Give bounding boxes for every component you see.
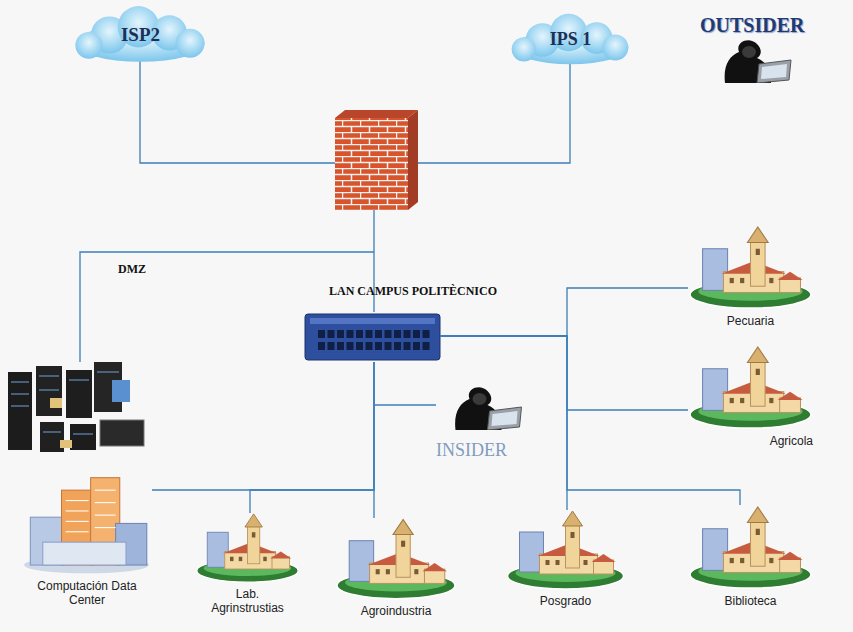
cloud-node: IPS 1 — [503, 12, 638, 68]
cloud-label: IPS 1 — [503, 29, 638, 50]
cloud-label: ISP2 — [68, 24, 213, 46]
network-link — [152, 362, 374, 490]
building-label: Agroindustria — [335, 604, 457, 618]
network-link — [440, 336, 567, 510]
building-node: Posgrado — [503, 510, 628, 608]
building-node: Agroindustria — [335, 518, 457, 618]
building-icon — [688, 345, 813, 430]
building-icon — [688, 225, 813, 310]
building-icon — [688, 505, 813, 590]
zone-label: DMZ — [118, 262, 146, 277]
building-node: Biblioteca — [688, 505, 813, 608]
building-node: Agricola — [688, 345, 813, 448]
building-icon — [22, 475, 152, 575]
cloud-node: ISP2 — [68, 4, 213, 66]
attacker-label: OUTSIDER — [700, 14, 804, 37]
building-label: Biblioteca — [688, 594, 813, 608]
network-link — [373, 362, 374, 518]
building-icon — [335, 518, 457, 600]
building-node: Computación Data Center — [22, 475, 152, 607]
building-label: Agricola — [688, 434, 813, 448]
network-link — [250, 362, 374, 513]
building-label: Posgrado — [503, 594, 628, 608]
attacker-label: INSIDER — [436, 440, 507, 461]
building-label: Lab. Agrinstrustias — [200, 587, 295, 615]
building-label: Computación Data Center — [32, 579, 142, 607]
building-label: Pecuaria — [688, 314, 813, 328]
network-label: LAN CAMPUS POLITÈCNICO — [329, 284, 497, 299]
building-node: Pecuaria — [688, 225, 813, 328]
network-link — [440, 336, 688, 410]
switch-node: LAN CAMPUS POLITÈCNICO — [305, 312, 440, 362]
building-icon — [185, 513, 310, 583]
building-icon — [503, 510, 628, 590]
building-node: Lab. Agrinstrustias — [185, 513, 310, 615]
